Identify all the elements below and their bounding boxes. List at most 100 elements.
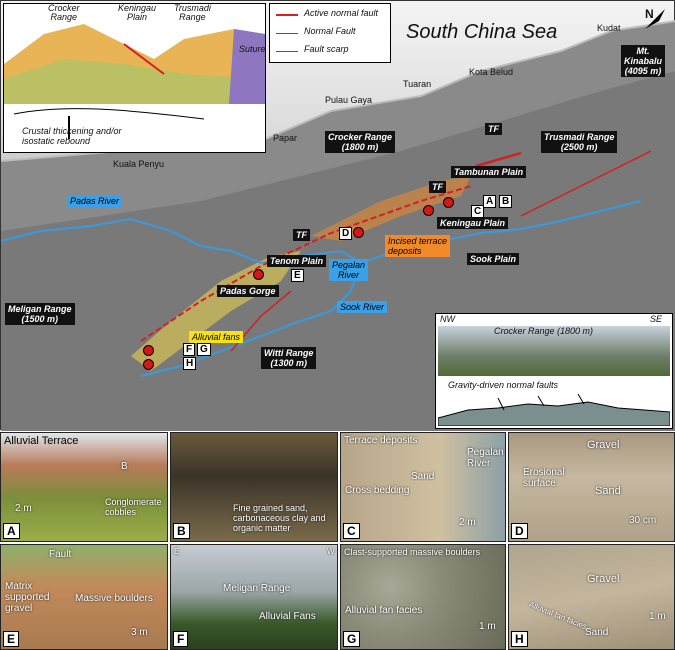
range-witti: Witti Range (1300 m) (261, 347, 317, 369)
site-label-c: C (471, 205, 485, 218)
photo-c-cross: Cross bedding (345, 485, 410, 496)
photo-e: Fault Matrix supported gravel Massive bo… (0, 544, 168, 650)
site-marker-e (253, 269, 264, 280)
deposit-fans: Alluvial fans (189, 331, 244, 343)
panorama-photo (438, 326, 670, 376)
photo-h: Gravel Alluvial fan facies Sand 1 m H (508, 544, 675, 650)
photo-e-scale: 3 m (131, 627, 148, 638)
photo-c-sand: Sand (411, 471, 435, 482)
sea-title: South China Sea (406, 21, 558, 43)
cross-section-inset: Crocker Range Keningau Plain Trusmadi Ra… (3, 3, 266, 153)
north-arrow-icon (641, 5, 669, 33)
photo-d-letter: D (511, 523, 528, 539)
deposit-incised: Incised terrace deposits (385, 235, 451, 257)
photo-f-meligan: Meligan Range (223, 583, 291, 594)
photo-e-boulders: Massive boulders (75, 593, 153, 604)
place-tuaran: Tuaran (403, 79, 432, 89)
photo-a-text: Conglomerate cobbles (105, 497, 162, 517)
photo-g-facies: Alluvial fan facies (345, 605, 423, 616)
normal-fault-swatch (276, 33, 298, 34)
plain-padas-gorge: Padas Gorge (217, 285, 279, 297)
place-pulau-gaya: Pulau Gaya (325, 95, 373, 105)
photo-b: Fine grained sand, carbonaceous clay and… (170, 432, 338, 542)
photo-h-facies: Alluvial fan facies (527, 599, 589, 632)
photo-c-scale: 2 m (459, 517, 476, 528)
photo-h-sand: Sand (585, 627, 609, 638)
photo-f-e: E (174, 547, 180, 556)
photo-c-title: Terrace deposits (344, 435, 418, 446)
photo-d-gravel: Gravel (587, 439, 620, 451)
plain-sook: Sook Plain (467, 253, 520, 265)
panorama-inset: NW SE Crocker Range (1800 m) Gravity-dri… (435, 313, 673, 429)
photo-a-title: Alluvial Terrace (4, 435, 79, 447)
site-label-h: H (183, 357, 197, 370)
photo-d: Gravel Erosional surface Sand 30 cm D (508, 432, 675, 542)
photo-a-letter: A (3, 523, 20, 539)
tf-label-2: TF (429, 181, 446, 193)
photo-e-letter: E (3, 631, 20, 647)
tambunan-fault (475, 151, 522, 168)
inset-fault (123, 43, 165, 75)
river-pegalan: Pegalan River (329, 259, 369, 281)
photo-f-w: W (327, 547, 335, 556)
inset-crustal-label: Crustal thickening and/or isostatic rebo… (22, 126, 122, 146)
panorama-title: Crocker Range (1800 m) (494, 326, 594, 336)
photo-e-fault: Fault (49, 549, 72, 560)
plain-keningau: Keningau Plain (437, 217, 509, 229)
site-label-b: B (499, 195, 513, 208)
panorama-nw: NW (440, 314, 455, 324)
place-kota-belud: Kota Belud (469, 67, 514, 77)
plain-tambunan: Tambunan Plain (451, 166, 527, 178)
active-fault-line (140, 185, 472, 342)
photo-g-scale: 1 m (479, 621, 496, 632)
photo-a-b: B (121, 461, 128, 472)
photo-b-text: Fine grained sand, carbonaceous clay and… (233, 503, 326, 533)
inset-trusmadi-label: Trusmadi Range (174, 3, 211, 22)
range-crocker: Crocker Range (1800 m) (325, 131, 396, 153)
place-kinabalu: Mt. Kinabalu (4095 m) (621, 45, 666, 77)
site-label-d: D (339, 227, 353, 240)
tf-label-3: TF (293, 229, 310, 241)
range-trusmadi: Trusmadi Range (2500 m) (541, 131, 618, 153)
photo-h-scale: 1 m (649, 611, 666, 622)
range-meligan: Meligan Range (1500 m) (5, 303, 75, 325)
legend-active-fault: Active normal fault (304, 8, 379, 18)
photo-f-fans: Alluvial Fans (259, 611, 316, 622)
photo-a-scale: 2 m (15, 503, 32, 514)
photo-c-river: Pegalan River (467, 447, 504, 469)
photo-c-letter: C (343, 523, 360, 539)
photo-f: E W Meligan Range Alluvial Fans F (170, 544, 338, 650)
photo-h-gravel: Gravel (587, 573, 620, 585)
fault-scarp-swatch (276, 51, 298, 52)
site-label-f: F (183, 343, 196, 356)
inset-layer (4, 59, 265, 104)
suture-block (229, 29, 265, 104)
tf-label-1: TF (485, 123, 502, 135)
place-kudat: Kudat (597, 23, 621, 33)
river-sook: Sook River (337, 301, 388, 313)
photo-e-matrix: Matrix supported gravel (5, 581, 50, 614)
site-label-g: G (197, 343, 211, 356)
map-legend: Active normal fault Normal Fault Fault s… (269, 3, 391, 63)
photo-b-letter: B (173, 523, 190, 539)
inset-crocker-label: Crocker Range (48, 3, 80, 22)
legend-normal-fault: Normal Fault (304, 26, 356, 36)
normal-fault-line-east (520, 150, 652, 217)
site-marker-h (143, 359, 154, 370)
photo-c: Terrace deposits Pegalan River Sand Cros… (340, 432, 506, 542)
north-label: N (645, 7, 654, 21)
photo-a: Alluvial Terrace B 2 m Conglomerate cobb… (0, 432, 168, 542)
site-label-e: E (291, 269, 304, 282)
photo-d-scale: 30 cm (629, 515, 657, 526)
photo-f-letter: F (173, 631, 189, 647)
inset-keningau-label: Keningau Plain (118, 3, 157, 22)
place-kuala-penyu: Kuala Penyu (113, 159, 165, 169)
inset-curve (13, 108, 205, 120)
panorama-se: SE (650, 314, 663, 324)
site-marker-c (423, 205, 434, 216)
river-network (1, 200, 642, 265)
panorama-faults-label: Gravity-driven normal faults (448, 380, 559, 390)
river-padas: Padas River (67, 195, 123, 207)
inset-suture-label: Suture (239, 44, 266, 54)
plain-tenom: Tenom Plain (267, 255, 327, 267)
